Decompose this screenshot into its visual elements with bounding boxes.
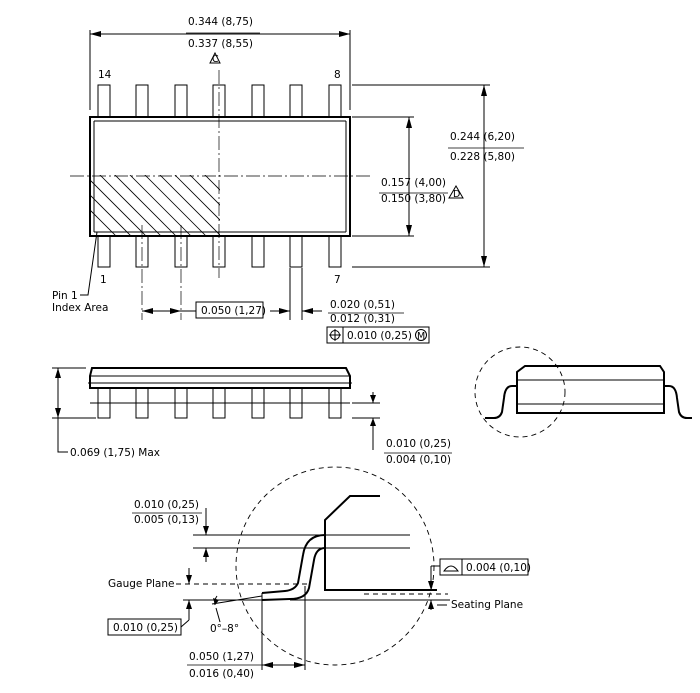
pin1-index-hatch	[90, 175, 220, 236]
detail-view: 0.010 (0,25) 0.005 (0,13) Gauge Plane 0.…	[107, 466, 531, 680]
overall-height-min-label: 0.228 (5,80)	[450, 151, 515, 163]
lead-thickness-max-label: 0.010 (0,25)	[134, 499, 199, 511]
datum-c-triangle-icon	[209, 51, 221, 64]
body-width-min-label: 0.150 (3,80)	[381, 193, 446, 205]
position-tolerance-label: 0.010 (0,25)	[347, 330, 412, 342]
top-view: 0.344 (8,75) 0.337 (8,55) C 14 8 1 7	[52, 16, 524, 344]
bottom-leads	[97, 235, 342, 268]
gauge-dimension-label: 0.010 (0,25)	[113, 622, 178, 634]
side-leads	[90, 387, 350, 419]
pin-8-label: 8	[334, 69, 341, 81]
lead-thickness-min-label: 0.005 (0,13)	[134, 514, 199, 526]
lead-width-min-label: 0.012 (0,31)	[330, 313, 395, 325]
datum-d-label: D	[453, 189, 460, 200]
datum-c-label: C	[212, 54, 219, 65]
overall-height-max-label: 0.244 (6,20)	[450, 131, 515, 143]
width-max-label: 0.344 (8,75)	[188, 16, 253, 28]
standoff-max-label: 0.010 (0,25)	[386, 438, 451, 450]
package-body	[89, 116, 351, 237]
angle-label: 0°–8°	[210, 623, 239, 635]
standoff-min-label: 0.004 (0,10)	[386, 454, 451, 466]
width-min-label: 0.337 (8,55)	[188, 38, 253, 50]
foot-length-max-label: 0.050 (1,27)	[189, 651, 254, 663]
mmc-label: M	[417, 331, 425, 342]
flatness-icon	[443, 565, 459, 572]
mmc-icon	[415, 329, 427, 341]
foot-length-min-label: 0.016 (0,40)	[189, 668, 254, 680]
flatness-label: 0.004 (0,10)	[466, 562, 531, 574]
pin-1-label: 1	[100, 274, 107, 286]
side-view: 0.069 (1,75) Max 0.010 (0,25) 0.004 (0,1…	[52, 346, 692, 466]
pin-14-label: 14	[98, 69, 112, 81]
pin1-label-line2: Index Area	[52, 302, 108, 314]
pin1-label-line1: Pin 1	[52, 290, 78, 302]
seating-plane-label: Seating Plane	[451, 599, 523, 611]
pin-7-label: 7	[334, 274, 341, 286]
pitch-label: 0.050 (1,27)	[201, 305, 266, 317]
gauge-plane-label: Gauge Plane	[108, 578, 175, 590]
body-width-max-label: 0.157 (4,00)	[381, 177, 446, 189]
datum-d-triangle-icon	[448, 185, 464, 199]
height-max-label: 0.069 (1,75) Max	[70, 447, 160, 459]
top-leads	[97, 84, 342, 118]
lead-width-max-label: 0.020 (0,51)	[330, 299, 395, 311]
